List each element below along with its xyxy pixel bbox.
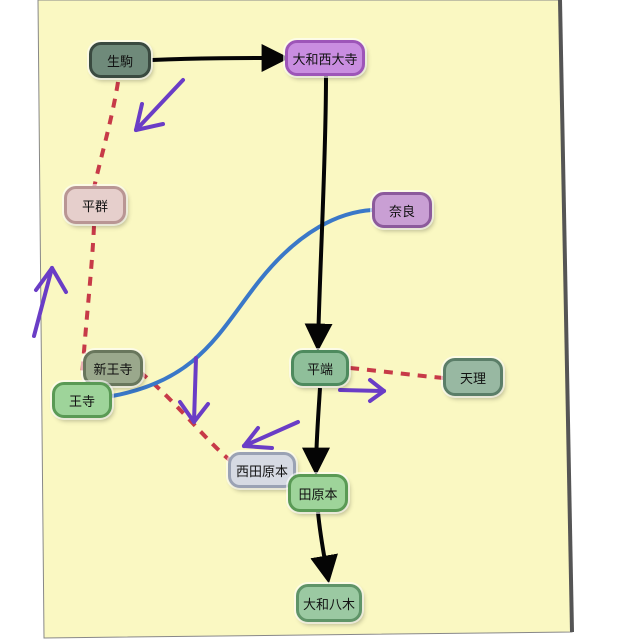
node-nara: 奈良 (372, 192, 432, 228)
node-label: 田原本 (298, 487, 338, 503)
node-yamatosaidaiji: 大和西大寺 (285, 40, 365, 76)
paper-edge-shadow (558, 0, 574, 633)
node-label: 大和八木 (302, 597, 355, 613)
node-yamatoyagi: 大和八木 (296, 584, 362, 622)
edge-ikoma-heguri (92, 81, 120, 189)
paper-sheet (37, 0, 573, 639)
edge-tawaramoto-yamatoyagi (310, 511, 338, 584)
node-shin-oji: 新王寺 (83, 350, 143, 386)
node-label: 天理 (459, 371, 486, 387)
edge-ikoma-yamatosaidaiji (151, 44, 290, 73)
node-tawaramoto: 田原本 (288, 474, 348, 512)
node-label: 平群 (81, 199, 108, 215)
annotation-arrow-right (338, 378, 386, 403)
node-nishitawaramoto: 西田原本 (228, 452, 296, 488)
node-label: 大和西大寺 (292, 52, 358, 68)
annotation-arrow-down-left-2 (242, 420, 300, 450)
node-label: 生駒 (106, 54, 133, 70)
edge-oji-nara (111, 208, 373, 398)
node-label: 新王寺 (93, 362, 133, 378)
node-oji: 王寺 (52, 382, 112, 418)
annotation-arrow-down-left-1 (134, 78, 185, 132)
edge-shin-oji-nishitawaramoto (138, 370, 234, 464)
node-label: 西田原本 (235, 464, 288, 480)
edge-heguri-shin-oji (80, 225, 96, 379)
edge-hirahata-tawaramoto (302, 387, 331, 476)
node-label: 奈良 (388, 204, 415, 220)
node-ikoma: 生駒 (89, 42, 151, 78)
node-label: 平端 (306, 362, 333, 378)
annotation-arrow-down (178, 356, 210, 424)
node-tenri: 天理 (443, 358, 503, 396)
edge-hirahata-tenri (349, 366, 445, 380)
edge-yamatosaidaiji-hirahata (304, 75, 333, 352)
node-hirahata: 平端 (291, 350, 349, 386)
annotation-arrow-up (32, 266, 68, 338)
node-heguri: 平群 (64, 186, 126, 224)
node-label: 王寺 (68, 394, 95, 410)
